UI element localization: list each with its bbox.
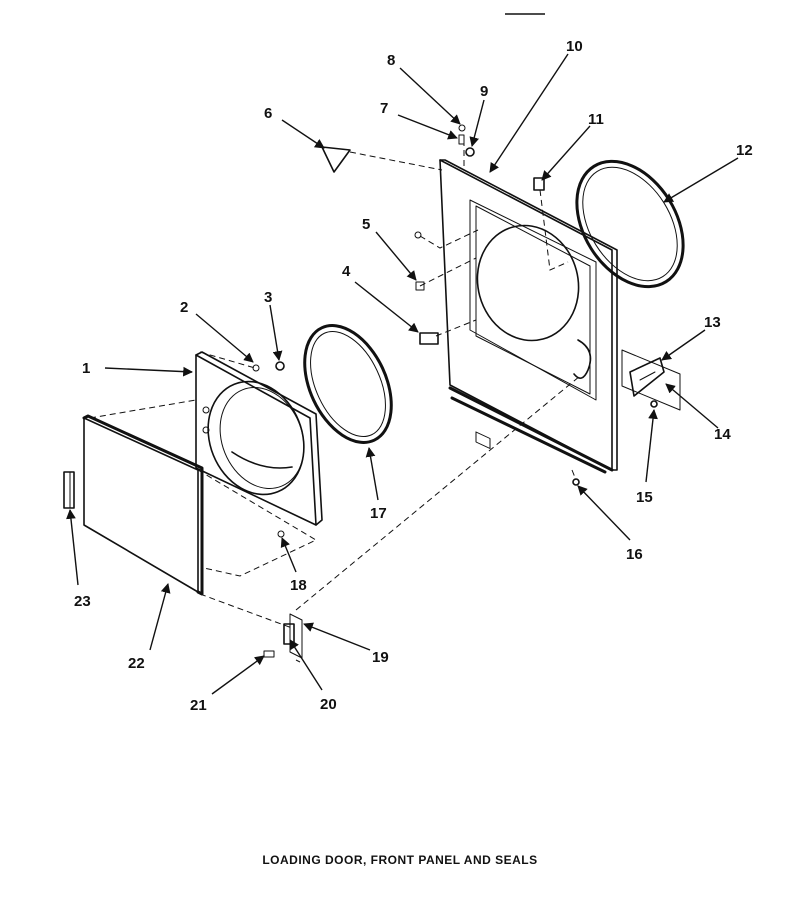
callout-10: 10	[566, 38, 583, 55]
callout-14: 14	[714, 426, 731, 443]
door-handle	[63, 471, 75, 509]
callout-6: 6	[264, 105, 272, 122]
assembly-lines	[89, 140, 581, 663]
callout-1: 1	[82, 360, 90, 377]
callout-16: 16	[626, 546, 643, 563]
callout-15: 15	[636, 489, 653, 506]
panel-seal	[575, 159, 685, 289]
callout-19: 19	[372, 649, 389, 666]
callout-22: 22	[128, 655, 145, 672]
callout-12: 12	[736, 142, 753, 159]
callout-3: 3	[264, 289, 272, 306]
front-panel	[439, 159, 618, 474]
callout-2: 2	[180, 299, 188, 316]
callout-11: 11	[588, 111, 604, 128]
hinge-bracket	[621, 349, 681, 411]
callout-17: 17	[370, 505, 387, 522]
callout-18: 18	[290, 577, 307, 594]
diagram-caption: LOADING DOOR, FRONT PANEL AND SEALS	[262, 853, 538, 867]
leader-lines	[66, 53, 739, 695]
door-seal	[303, 324, 393, 444]
callouts: 1 2 3 4 5 6 7 8 9 10 11 12 13 14 15 16 1…	[74, 38, 753, 714]
callout-9: 9	[480, 83, 488, 100]
callout-5: 5	[362, 216, 370, 233]
callout-8: 8	[387, 52, 395, 69]
callout-7: 7	[380, 100, 388, 117]
callout-13: 13	[704, 314, 721, 331]
small-parts	[252, 124, 658, 659]
callout-20: 20	[320, 696, 337, 713]
loading-door	[82, 414, 204, 596]
callout-4: 4	[342, 263, 351, 280]
callout-23: 23	[74, 593, 91, 610]
callout-21: 21	[190, 697, 207, 714]
loading-door-frame	[195, 351, 323, 526]
